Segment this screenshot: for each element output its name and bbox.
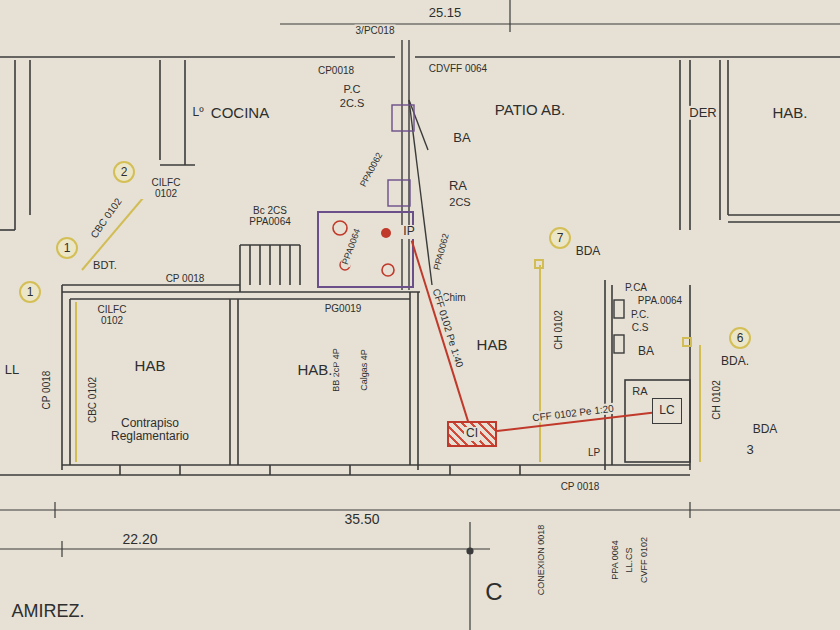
callout-number: 1 — [56, 237, 78, 259]
plan-label: C — [484, 579, 503, 605]
pipe-annotation: PPA 0064 — [611, 539, 621, 580]
plan-label: BA — [637, 345, 655, 358]
pipe-annotation: CVFF 0102 — [640, 536, 650, 584]
plan-label: 3 — [745, 443, 754, 457]
plan-label: BDA. — [720, 355, 750, 368]
plan-label: C.S — [631, 322, 650, 333]
plan-label: COCINA — [210, 105, 270, 122]
pipe-annotation: LL.CS — [625, 546, 635, 573]
pipe-annotation: CBC 0102 — [88, 195, 125, 241]
pipe-annotation: PPA0064 — [341, 227, 364, 267]
pencil-marks — [76, 178, 700, 462]
plan-label: CP0018 — [317, 65, 355, 76]
node-text: CI — [464, 427, 480, 440]
plan-label: PPA.0064 — [637, 295, 683, 306]
pipe-annotation: CBC 0102 — [87, 376, 98, 424]
pipe-annotation: PPA0062 — [432, 232, 452, 273]
pipe-annotation: CP 0018 — [41, 370, 52, 411]
plan-label: 3/PC018 — [355, 25, 396, 36]
plan-label: 22.20 — [121, 532, 158, 547]
plan-label: HAB. — [771, 105, 808, 122]
plan-label: HAB. — [296, 362, 333, 379]
plan-label: Contrapiso Reglamentario — [94, 417, 206, 443]
plan-label: LP — [587, 447, 601, 458]
callout-number: 7 — [549, 227, 571, 249]
plan-label: CP 0018 — [165, 273, 206, 284]
fixture-symbols — [333, 221, 394, 276]
pipe-annotation: BB 2cP 4P — [332, 347, 342, 392]
pipe-annotation: CONEXION 0018 — [537, 524, 547, 597]
plan-label: P.CA — [624, 282, 648, 293]
plan-label: BDA — [575, 245, 602, 258]
plan-label: BDT. — [92, 259, 118, 271]
fixture-box: LC — [652, 398, 682, 424]
node-text: IP — [401, 225, 416, 238]
walls — [0, 57, 840, 475]
drain-point: IP — [399, 223, 419, 240]
plan-label: AMIREZ. — [10, 602, 85, 622]
pipe-annotation: Calgas 4P — [360, 348, 370, 392]
pipe-label: CFF 0102 Pe 1:20 — [530, 402, 616, 423]
plan-label: 2CS — [448, 196, 471, 208]
plan-label: HAB — [134, 358, 167, 375]
pipe-annotation: CH 0102 — [553, 309, 564, 350]
plan-label: HAB — [476, 337, 509, 354]
plan-label: CDVFF 0064 — [428, 63, 488, 74]
plan-label: 35.50 — [343, 512, 380, 527]
plan-label: PATIO AB. — [494, 102, 566, 119]
plan-label: Lº — [191, 106, 204, 119]
plan-label: CILFC 0102 — [140, 177, 192, 199]
callout-number: 6 — [729, 327, 751, 349]
plan-label: DER — [688, 106, 717, 120]
plan-label: Bc 2CS PPA0064 — [241, 205, 299, 227]
pipe-annotation: CH 0102 — [711, 379, 722, 420]
plan-label: P.C — [343, 83, 362, 95]
plumbing-lines — [318, 40, 624, 353]
callout-number: 1 — [19, 281, 41, 303]
node-text: LC — [657, 404, 676, 417]
plan-label: P.C. — [630, 309, 650, 320]
plan-label: RA — [631, 385, 648, 397]
plan-label: LL — [4, 363, 20, 377]
pipe-annotation: PPA0062 — [358, 150, 385, 189]
plan-label: 2C.S — [339, 97, 365, 109]
callout-number: 2 — [113, 161, 135, 183]
inspection-chamber: CI — [447, 421, 497, 446]
plan-label: PG0019 — [324, 303, 363, 314]
plan-label: BDA — [752, 423, 779, 436]
plan-label: 25.15 — [428, 6, 463, 20]
plan-label: CILFC 0102 — [86, 304, 138, 326]
plan-label: CP 0018 — [560, 481, 601, 492]
plan-label: BA — [452, 131, 471, 145]
plan-label: RA — [448, 179, 468, 193]
